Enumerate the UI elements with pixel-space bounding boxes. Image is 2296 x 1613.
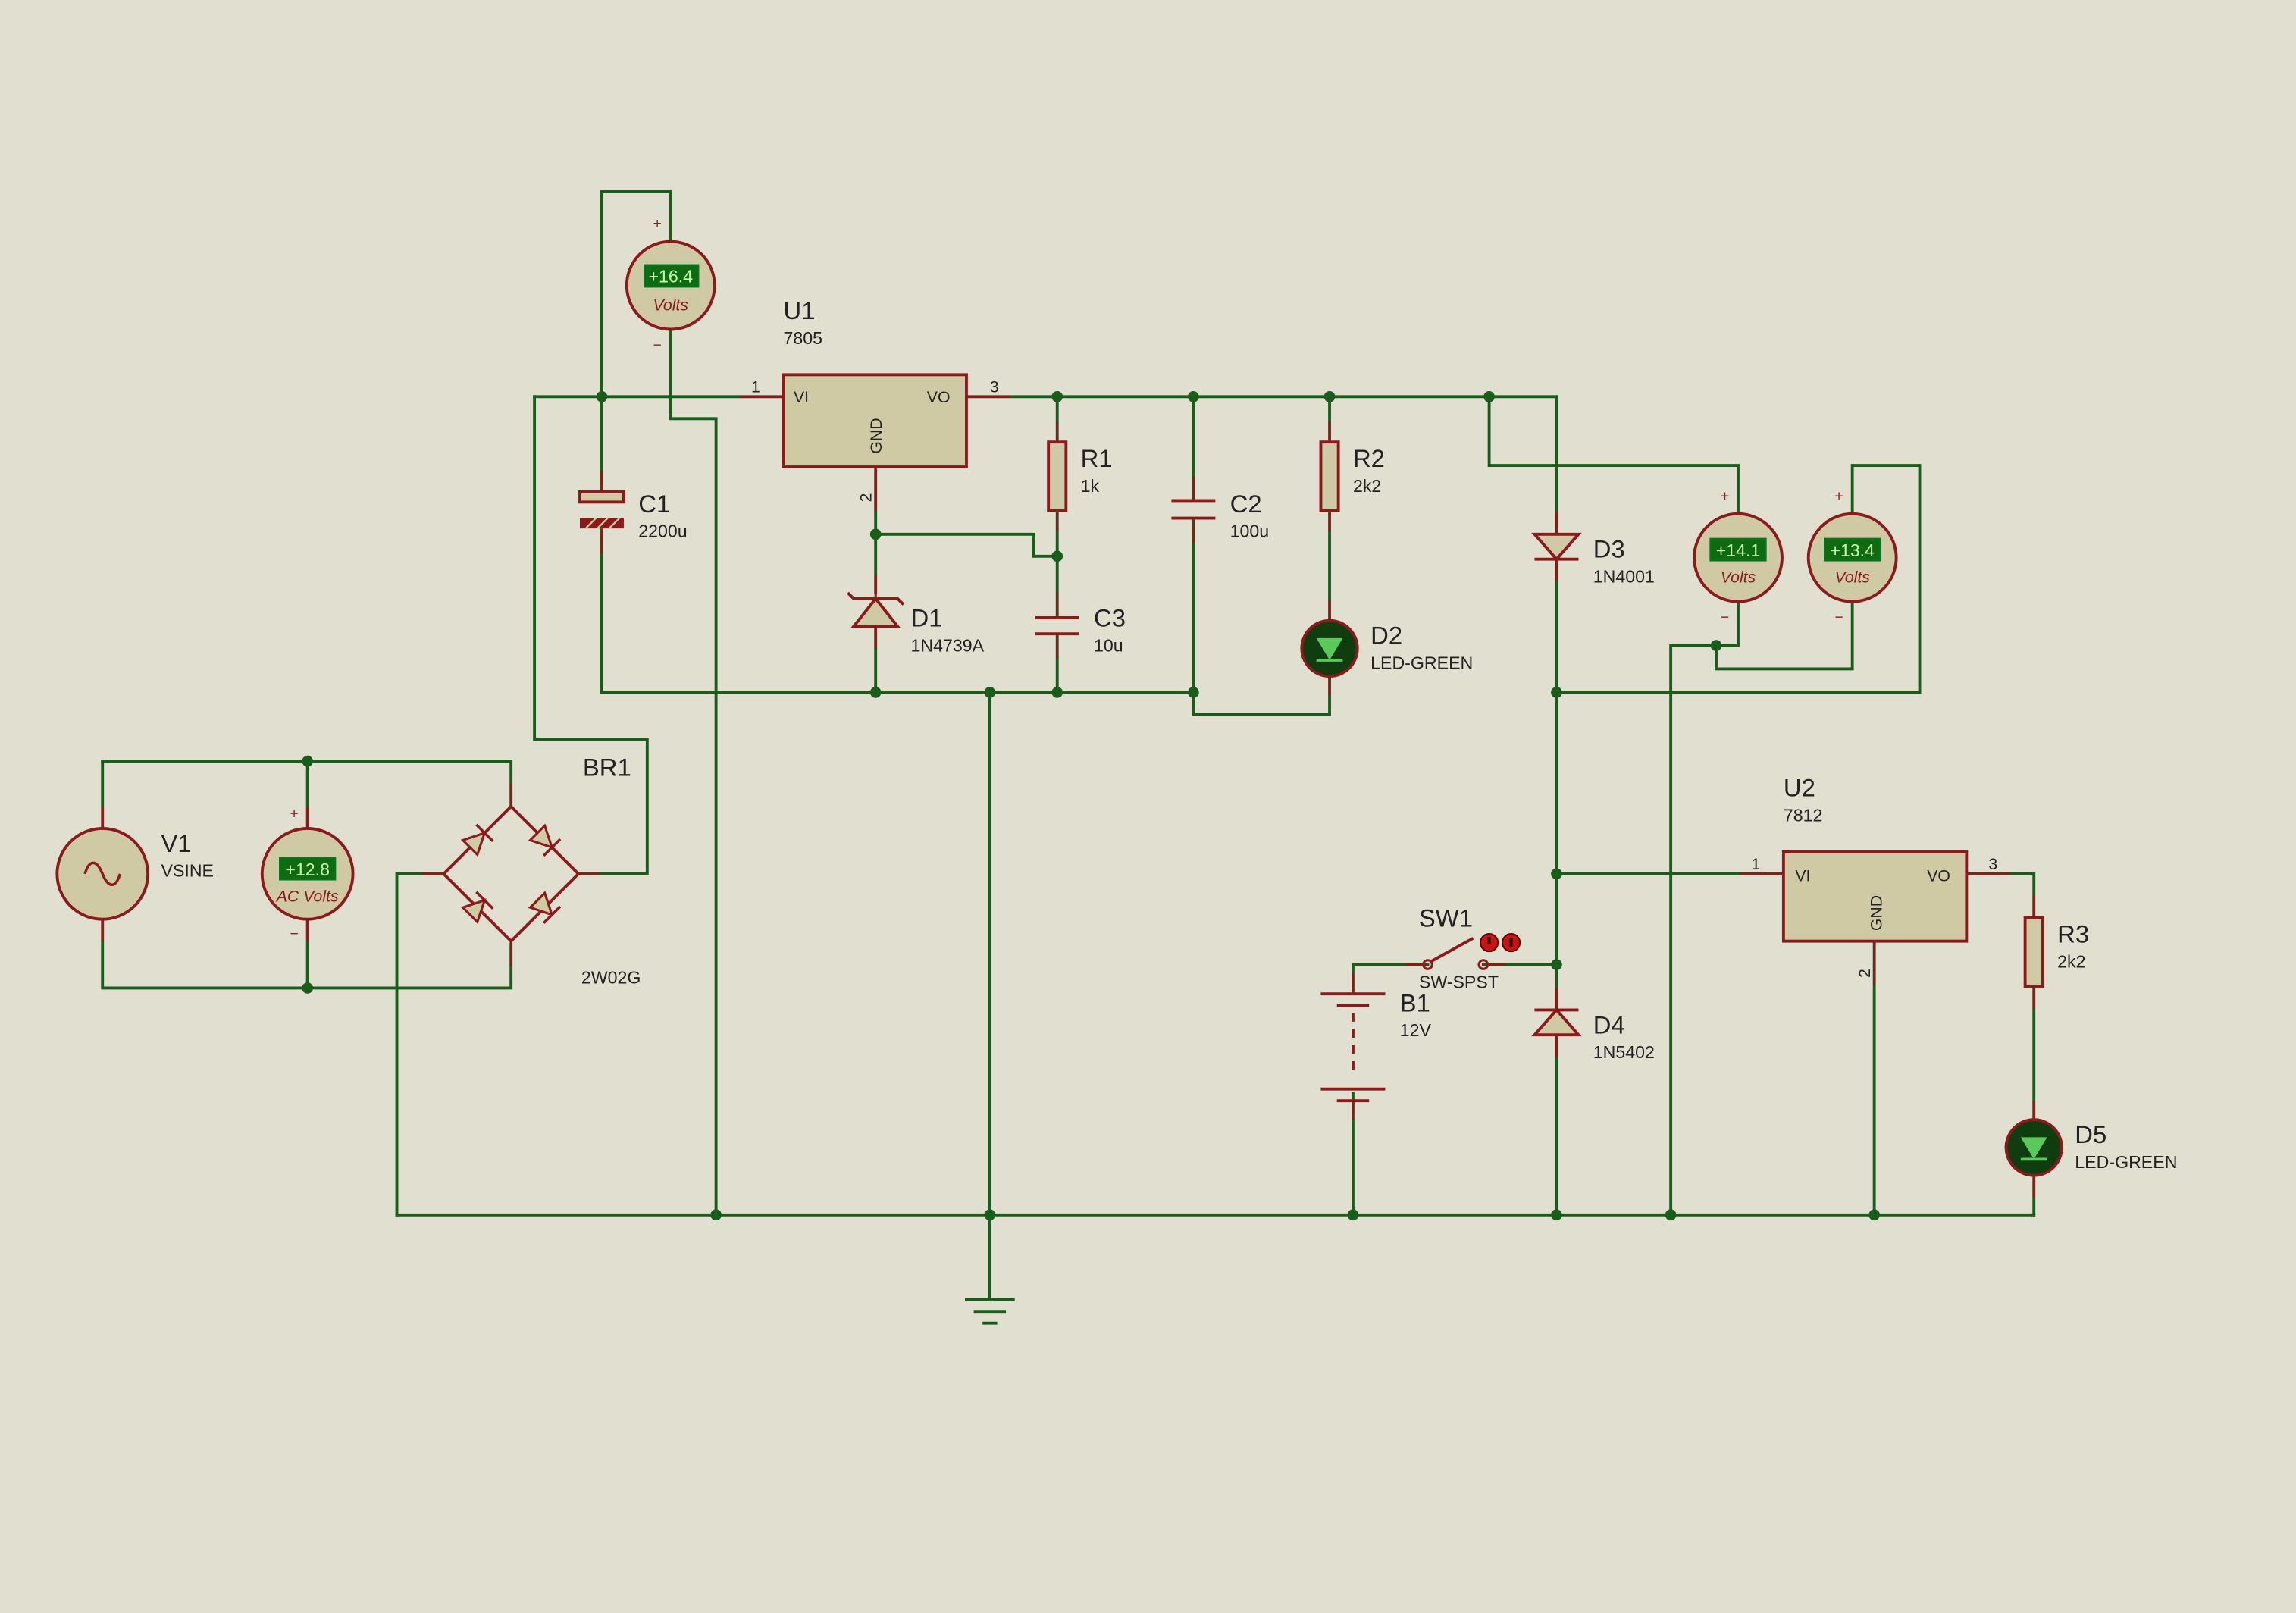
- voltmeter-d3[interactable]: +14.1 Volts + −: [1693, 488, 1784, 626]
- c1-ref: C1: [638, 490, 670, 518]
- sw1-ref: SW1: [1419, 904, 1473, 932]
- u2-ref: U2: [1784, 773, 1815, 801]
- diode-d3[interactable]: D3 1N4001: [1531, 512, 1655, 587]
- d1-ref: D1: [911, 603, 943, 631]
- regulator-u2[interactable]: U2 7812 VI VO GND 1 3 2: [1739, 773, 2011, 985]
- u2-pin2-num: 2: [1856, 969, 1874, 978]
- b1-value: 12V: [1400, 1020, 1432, 1040]
- v1-value: VSINE: [161, 861, 214, 881]
- regulator-u1[interactable]: U1 7805 VI VO GND 1 3 2: [739, 296, 1010, 511]
- d5-value: LED-GREEN: [2075, 1152, 2177, 1172]
- vm-d3-unit: Volts: [1721, 568, 1756, 587]
- b1-ref: B1: [1400, 988, 1430, 1016]
- vm-ac-unit: AC Volts: [275, 888, 339, 906]
- vm-bridge-unit: Volts: [653, 296, 689, 314]
- switch-toggle-icon[interactable]: [1480, 933, 1521, 953]
- voltmeter-bridge[interactable]: +16.4 Volts + −: [625, 216, 716, 354]
- vm-ac-plus: +: [290, 806, 298, 822]
- vm-out-minus: −: [1834, 610, 1843, 626]
- diode-d4[interactable]: D4 1N5402: [1531, 988, 1655, 1062]
- d4-ref: D4: [1593, 1010, 1625, 1038]
- d2-value: LED-GREEN: [1370, 653, 1473, 672]
- u1-pin1-num: 1: [751, 378, 760, 396]
- u1-pin3-num: 3: [990, 378, 999, 396]
- u2-pin-vo: VO: [1927, 866, 1950, 885]
- capacitor-c1[interactable]: C1 2200u: [578, 471, 688, 553]
- bridge-rectifier-br1[interactable]: BR1 2W02G: [421, 753, 641, 988]
- r2-value: 2k2: [1353, 476, 1381, 496]
- led-d2[interactable]: D2 LED-GREEN: [1300, 600, 1473, 696]
- vm-out-reading: +13.4: [1830, 540, 1875, 560]
- v1-ref: V1: [161, 829, 191, 857]
- r3-value: 2k2: [2057, 951, 2085, 971]
- u1-pin2-num: 2: [857, 493, 875, 503]
- c2-value: 100u: [1230, 521, 1270, 541]
- d3-value: 1N4001: [1593, 567, 1655, 587]
- u2-pin3-num: 3: [1988, 855, 1997, 873]
- c3-value: 10u: [1094, 635, 1123, 655]
- resistor-r3[interactable]: R3 2k2: [2023, 895, 2089, 1009]
- u2-value: 7812: [1784, 805, 1823, 825]
- battery-b1[interactable]: B1 12V: [1320, 973, 1432, 1120]
- resistor-r2[interactable]: R2 2k2: [1319, 421, 1385, 531]
- d4-value: 1N5402: [1593, 1042, 1655, 1062]
- u2-pin-vi: VI: [1795, 866, 1810, 885]
- c1-value: 2200u: [638, 521, 687, 541]
- r1-ref: R1: [1081, 444, 1113, 472]
- sw1-value: SW-SPST: [1419, 972, 1499, 991]
- c3-ref: C3: [1094, 603, 1126, 631]
- u1-pin-vi: VI: [794, 388, 809, 406]
- voltmeter-ac[interactable]: +12.8 AC Volts + −: [260, 806, 355, 942]
- vm-d3-plus: +: [1721, 488, 1729, 504]
- d2-ref: D2: [1370, 622, 1402, 650]
- r1-value: 1k: [1081, 476, 1100, 496]
- vm-bridge-reading: +16.4: [648, 267, 693, 287]
- sine-wave-icon: [83, 861, 122, 886]
- switch-sw1[interactable]: SW1 SW-SPST: [1405, 904, 1521, 991]
- vm-d3-reading: +14.1: [1716, 540, 1761, 560]
- u1-pin-vo: VO: [927, 388, 951, 406]
- wire-network: [101, 190, 2036, 1301]
- vm-out-plus: +: [1834, 488, 1843, 504]
- sine-source-v1[interactable]: V1 VSINE: [55, 806, 214, 941]
- r2-ref: R2: [1353, 444, 1385, 472]
- resistor-r1[interactable]: R1 1k: [1047, 421, 1113, 531]
- vm-bridge-minus: −: [653, 338, 662, 354]
- capacitor-c3[interactable]: C3 10u: [1035, 593, 1126, 659]
- d1-value: 1N4739A: [911, 635, 985, 655]
- r3-ref: R3: [2057, 920, 2089, 948]
- u1-value: 7805: [783, 328, 822, 348]
- d5-ref: D5: [2075, 1120, 2106, 1148]
- u2-pin-gnd: GND: [1867, 895, 1885, 931]
- zener-diode-d1[interactable]: D1 1N4739A: [847, 575, 985, 655]
- junction-dots: [302, 390, 1880, 1221]
- c2-ref: C2: [1230, 490, 1262, 518]
- br1-ref: BR1: [583, 753, 631, 781]
- u2-pin1-num: 1: [1751, 855, 1760, 873]
- d3-ref: D3: [1593, 535, 1625, 563]
- vm-ac-minus: −: [290, 926, 298, 942]
- ground-symbol: [965, 1298, 1015, 1325]
- vm-out-unit: Volts: [1834, 568, 1870, 587]
- vm-ac-reading: +12.8: [285, 860, 330, 879]
- vm-d3-minus: −: [1721, 610, 1729, 626]
- voltmeter-out[interactable]: +13.4 Volts + −: [1806, 488, 1898, 626]
- led-d5[interactable]: D5 LED-GREEN: [2004, 1101, 2178, 1198]
- capacitor-c2[interactable]: C2 100u: [1171, 477, 1270, 543]
- u1-pin-gnd: GND: [867, 418, 885, 453]
- br1-value: 2W02G: [581, 968, 641, 988]
- u1-ref: U1: [783, 296, 815, 324]
- vm-bridge-plus: +: [653, 216, 662, 232]
